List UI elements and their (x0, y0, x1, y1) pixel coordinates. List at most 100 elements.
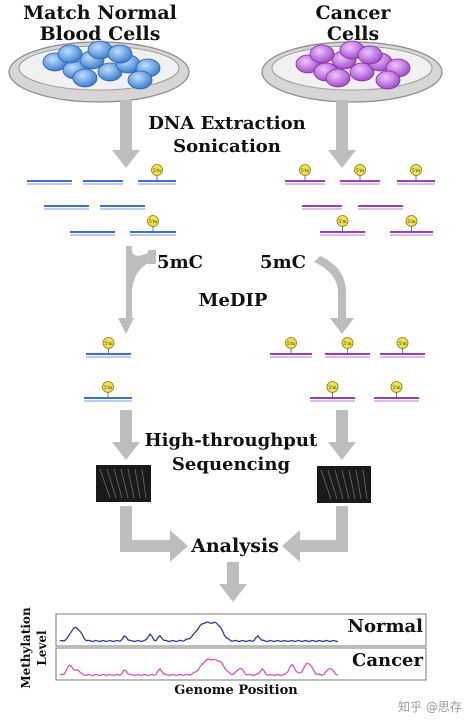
normal-cell-icon (127, 70, 153, 90)
cancer-cell-icon (309, 44, 335, 64)
dna-fragment: 5'm (397, 164, 435, 185)
bead-label: 5'm (338, 219, 347, 225)
antibody-bead-icon (341, 337, 354, 349)
normal-cells-cluster (42, 40, 161, 90)
arrow-to-analysis-right (282, 506, 348, 562)
dna-fragment: 5'm (138, 164, 176, 185)
step-sequencing: Sequencing (172, 454, 291, 475)
normal-cells-title-line2: Blood Cells (40, 23, 161, 45)
antibody-bead-icon (285, 337, 297, 349)
label-5mc-right: 5mC (260, 252, 306, 273)
y-axis-label-line2: Level (35, 630, 49, 666)
bead-label: 5'm (356, 168, 365, 174)
cancer-cell-icon (349, 62, 375, 82)
normal-dna-fragments: 5'm 5'm (27, 164, 176, 236)
dna-fragment: 5'm (86, 337, 131, 358)
antibody-bead-icon (102, 337, 115, 349)
cancer-cells-title-line2: Cells (327, 23, 379, 45)
bead-label: 5'm (392, 385, 401, 391)
cancer-sequencing-gel-icon (317, 466, 371, 503)
normal-cell-icon (57, 44, 83, 64)
cancer-enriched-dna: 5'm 5'm 5'm 5'm 5'm (270, 337, 425, 402)
dna-fragment: 5'm (340, 164, 380, 185)
cancer-cells-cluster (295, 40, 411, 90)
bead-label: 5'm (301, 168, 310, 174)
dna-fragment: 5'm (310, 381, 355, 402)
dna-fragment: 5'm (130, 215, 176, 236)
step-medip: MeDIP (199, 290, 268, 311)
bead-label: 5'm (343, 341, 352, 347)
step-dna-extraction: DNA Extraction (148, 113, 305, 134)
antibody-bead-icon (410, 164, 422, 176)
antibody-bead-icon (147, 215, 159, 227)
normal-sequencing-gel-icon (96, 465, 151, 502)
antibody-bead-icon (354, 164, 366, 176)
arrow-to-analysis-left (120, 506, 188, 562)
arrow-down-left-1 (112, 100, 140, 168)
dna-fragment: 5'm (380, 337, 425, 358)
antibody-bead-icon (405, 215, 418, 227)
antibody-bead-icon (336, 215, 349, 227)
arrow-curve-right (314, 246, 354, 334)
dna-fragment (27, 180, 72, 185)
x-axis-label: Genome Position (174, 683, 298, 698)
normal-methylation-trace (59, 621, 339, 643)
step-high-throughput: High-throughput (145, 430, 318, 451)
bead-label: 5'm (407, 219, 416, 225)
dna-fragment: 5'm (270, 337, 312, 358)
cancer-cells-title-line1: Cancer (316, 2, 392, 24)
arrow-down-right-1 (328, 100, 356, 168)
arrow-curve-left (118, 246, 154, 334)
dna-fragment (70, 231, 115, 236)
bead-label: 5'm (149, 219, 158, 225)
dna-fragment: 5'm (390, 215, 433, 236)
dna-fragment (83, 180, 123, 185)
dna-fragment (358, 205, 403, 210)
arrow-down-left-3 (112, 410, 140, 460)
antibody-bead-icon (396, 337, 409, 349)
bead-label: 5'm (287, 341, 296, 347)
dna-fragment: 5'm (84, 381, 132, 402)
bead-label: 5'm (153, 168, 162, 174)
arrow-down-right-3 (328, 410, 356, 460)
normal-petri-dish-icon (8, 40, 190, 103)
antibody-bead-icon (390, 381, 403, 393)
antibody-bead-icon (299, 164, 311, 176)
arrow-5mc-left (148, 250, 156, 264)
bead-label: 5'm (398, 341, 407, 347)
watermark: 知乎 @思存 (398, 700, 462, 714)
arrow-down-analysis (219, 562, 247, 602)
cancer-dna-fragments: 5'm 5'm 5'm 5'm 5'm (285, 164, 435, 236)
normal-cell-icon (107, 44, 133, 64)
step-analysis: Analysis (190, 535, 279, 557)
normal-cell-icon (72, 68, 98, 88)
cancer-cell-icon (375, 70, 401, 90)
antibody-bead-icon (151, 164, 163, 176)
cancer-cell-icon (357, 45, 383, 65)
track-label-normal: Normal (348, 616, 424, 637)
normal-enriched-dna: 5'm 5'm (84, 337, 132, 402)
bead-label: 5'm (104, 341, 113, 347)
cancer-cell-icon (325, 68, 351, 88)
step-sonication: Sonication (173, 136, 281, 157)
cancer-methylation-trace (59, 658, 339, 677)
dna-fragment: 5'm (374, 381, 419, 402)
cancer-petri-dish-icon (261, 40, 443, 103)
dna-fragment: 5'm (285, 164, 325, 185)
antibody-bead-icon (326, 381, 339, 393)
track-label-cancer: Cancer (352, 650, 423, 671)
dna-fragment (302, 205, 342, 210)
dna-fragment (44, 205, 89, 210)
label-5mc-left: 5mC (157, 252, 203, 273)
bead-label: 5'm (104, 385, 113, 391)
dna-fragment: 5'm (320, 215, 365, 236)
bead-label: 5'm (412, 168, 421, 174)
dna-fragment (100, 205, 145, 210)
y-axis-label-line1: Methylation (19, 607, 33, 689)
bead-label: 5'm (328, 385, 337, 391)
normal-cells-title-line1: Match Normal (23, 2, 177, 24)
antibody-bead-icon (102, 381, 114, 393)
dna-fragment: 5'm (325, 337, 370, 358)
